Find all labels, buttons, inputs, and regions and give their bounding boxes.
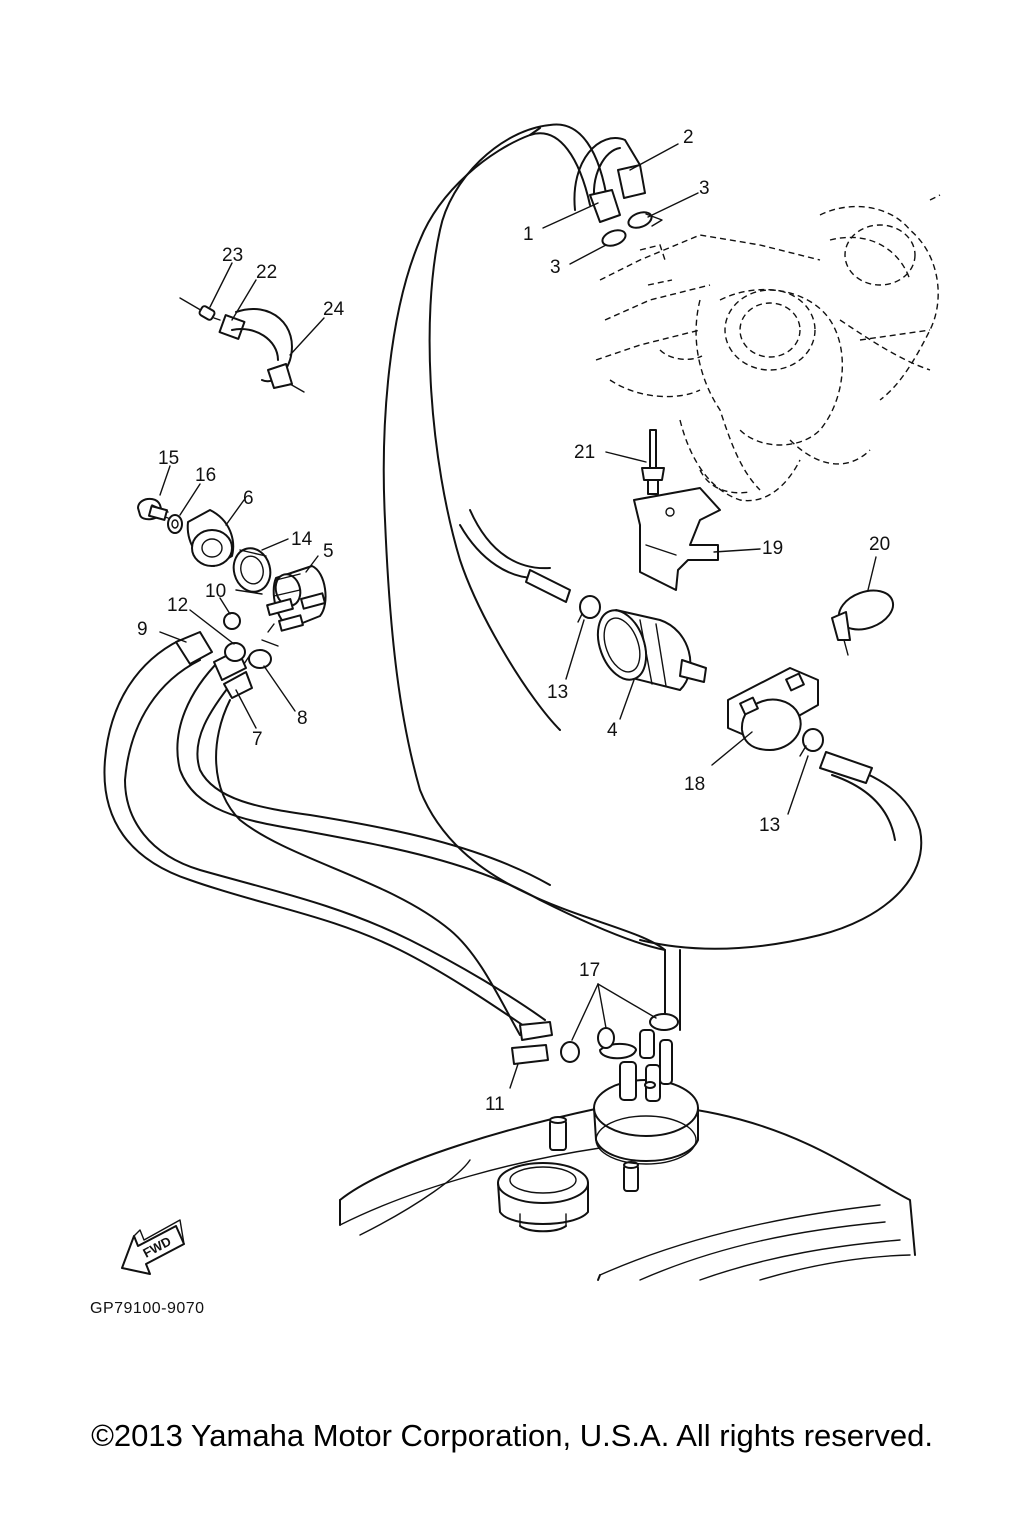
fuel-cock-5 (266, 565, 327, 632)
hose-to-filter (459, 509, 571, 603)
callout-19: 19 (762, 538, 783, 559)
callout-5: 5 (323, 541, 334, 562)
callout-labels: 1 2 3 3 4 5 6 7 8 9 10 11 12 13 13 14 15… (137, 127, 890, 1115)
callout-2: 2 (683, 127, 694, 148)
callout-1: 1 (523, 224, 534, 245)
callout-21: 21 (574, 442, 595, 463)
callout-13a: 13 (547, 682, 568, 703)
bolt-21 (641, 429, 665, 495)
nut-14 (232, 547, 272, 595)
copyright-notice: ©2013 Yamaha Motor Corporation, U.S.A. A… (91, 1418, 933, 1453)
clamps-17 (560, 1013, 679, 1063)
hose-11 (215, 699, 549, 1065)
callout-20: 20 (869, 534, 890, 555)
callout-6: 6 (243, 488, 254, 509)
callout-9: 9 (137, 619, 148, 640)
filler-neck (497, 1162, 589, 1233)
callout-24: 24 (323, 299, 345, 320)
fwd-arrow-icon: FWD (121, 1219, 185, 1275)
fuel-pickup-unit (593, 1029, 699, 1165)
callout-3b: 3 (550, 257, 561, 278)
callout-23: 23 (222, 245, 243, 266)
callout-15: 15 (158, 448, 179, 469)
filter-holder (727, 667, 819, 751)
callout-12: 12 (167, 595, 188, 616)
callout-13b: 13 (759, 815, 780, 836)
fuel-filter (596, 609, 707, 691)
callout-14: 14 (291, 529, 313, 550)
callout-4: 4 (607, 720, 618, 741)
callout-8: 8 (297, 708, 308, 729)
bracket-19 (633, 487, 721, 591)
carburetor-assembly (595, 194, 941, 502)
knob-6 (186, 509, 235, 567)
hose-7 (176, 649, 666, 951)
callout-16: 16 (195, 465, 216, 486)
callout-11: 11 (485, 1094, 505, 1115)
callout-7: 7 (252, 729, 263, 750)
callout-10: 10 (205, 581, 226, 602)
clamp-13 (577, 595, 824, 757)
tank-vent-fittings (549, 1116, 639, 1192)
band-24 (231, 307, 305, 393)
callout-18: 18 (684, 774, 705, 795)
washer-16 (167, 514, 183, 534)
hose-filter-outlet (639, 751, 923, 950)
leader-lines (159, 143, 877, 1089)
hose-band-20 (831, 589, 895, 656)
clamps-8-10-12 (223, 612, 279, 669)
callout-17: 17 (579, 960, 600, 981)
callout-22: 22 (256, 262, 277, 283)
callout-3a: 3 (699, 178, 710, 199)
hose-9 (103, 631, 553, 1041)
diagram-code: GP79100-9070 (90, 1300, 205, 1317)
screw-15 (137, 497, 169, 521)
clip-23 (179, 297, 221, 321)
holder-22 (218, 314, 246, 340)
clamp-3 (601, 211, 663, 247)
hose-2 (573, 137, 646, 223)
